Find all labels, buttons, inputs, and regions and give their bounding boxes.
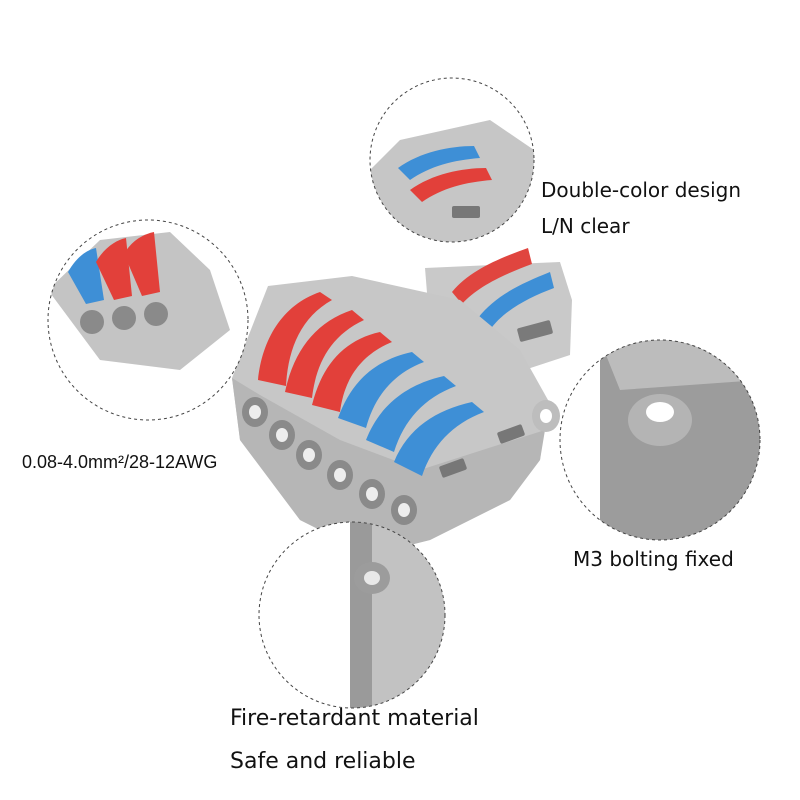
caption-ln-clear: L/N clear — [541, 214, 630, 238]
detail-circle-wire-range — [47, 219, 249, 421]
detail-circle-fire-retardant — [258, 521, 446, 709]
detail-circle-m3-bolting — [559, 339, 761, 541]
detail-circle-double-color — [369, 77, 535, 243]
main-connector-image — [232, 248, 572, 555]
caption-wire-range: 0.08-4.0mm²/28-12AWG — [22, 452, 218, 472]
caption-fire-retardant: Fire-retardant material — [230, 706, 479, 731]
caption-double-color: Double-color design — [541, 178, 742, 202]
caption-m3-bolting: M3 bolting fixed — [573, 547, 734, 571]
caption-safe-reliable: Safe and reliable — [230, 749, 416, 774]
